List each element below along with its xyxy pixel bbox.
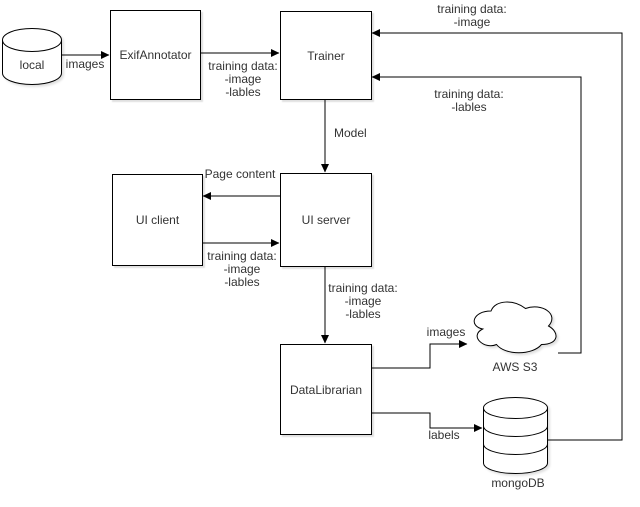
node-label-ui-server: UI server <box>301 213 351 227</box>
node-label-trainer: Trainer <box>307 48 345 63</box>
node-label-ui-client: UI client <box>135 213 180 227</box>
node-label-local: local <box>19 58 45 72</box>
node-datalibrarian[interactable]: DataLibrarian <box>280 344 372 435</box>
node-label-datalibrarian: DataLibrarian <box>289 382 363 397</box>
edge-label-model: Model <box>334 126 367 140</box>
aws-s3-cloud-icon[interactable] <box>468 296 560 356</box>
edge-label-trainingdata-lables-right: training data: -lables <box>434 87 504 114</box>
edge-datalibrarian-to-awss3-images <box>371 339 468 369</box>
edge-label-labels-mongo: labels <box>428 428 460 442</box>
edge-mongodb-to-trainer-image <box>371 28 623 441</box>
edge-label-trainingdata-server-librarian: training data: -image -lables <box>328 281 398 321</box>
edge-label-page-content: Page content <box>204 167 276 181</box>
node-trainer[interactable]: Trainer <box>280 11 372 100</box>
mongodb-database-icon[interactable] <box>483 397 548 474</box>
edge-label-images-s3: images <box>426 325 466 339</box>
node-exifannotator[interactable]: ExifAnnotator <box>110 10 201 100</box>
node-label-exifannotator: ExifAnnotator <box>119 48 192 62</box>
node-label-mongodb: mongoDB <box>491 476 545 490</box>
edge-label-trainingdata-image-top: training data: -image <box>437 2 507 29</box>
node-label-aws-s3: AWS S3 <box>492 360 538 374</box>
edge-label-trainingdata-client-server: training data: -image -lables <box>207 249 277 289</box>
edge-label-images-local: images <box>65 57 105 71</box>
edge-datalibrarian-to-mongodb-labels <box>371 412 483 433</box>
node-ui-server[interactable]: UI server <box>280 173 372 267</box>
edge-label-trainingdata-exif-trainer: training data: -image -lables <box>208 59 278 99</box>
node-ui-client[interactable]: UI client <box>112 174 203 266</box>
edge-awss3-to-trainer-lables <box>371 72 582 354</box>
local-database-cylinder-icon[interactable] <box>2 28 62 85</box>
